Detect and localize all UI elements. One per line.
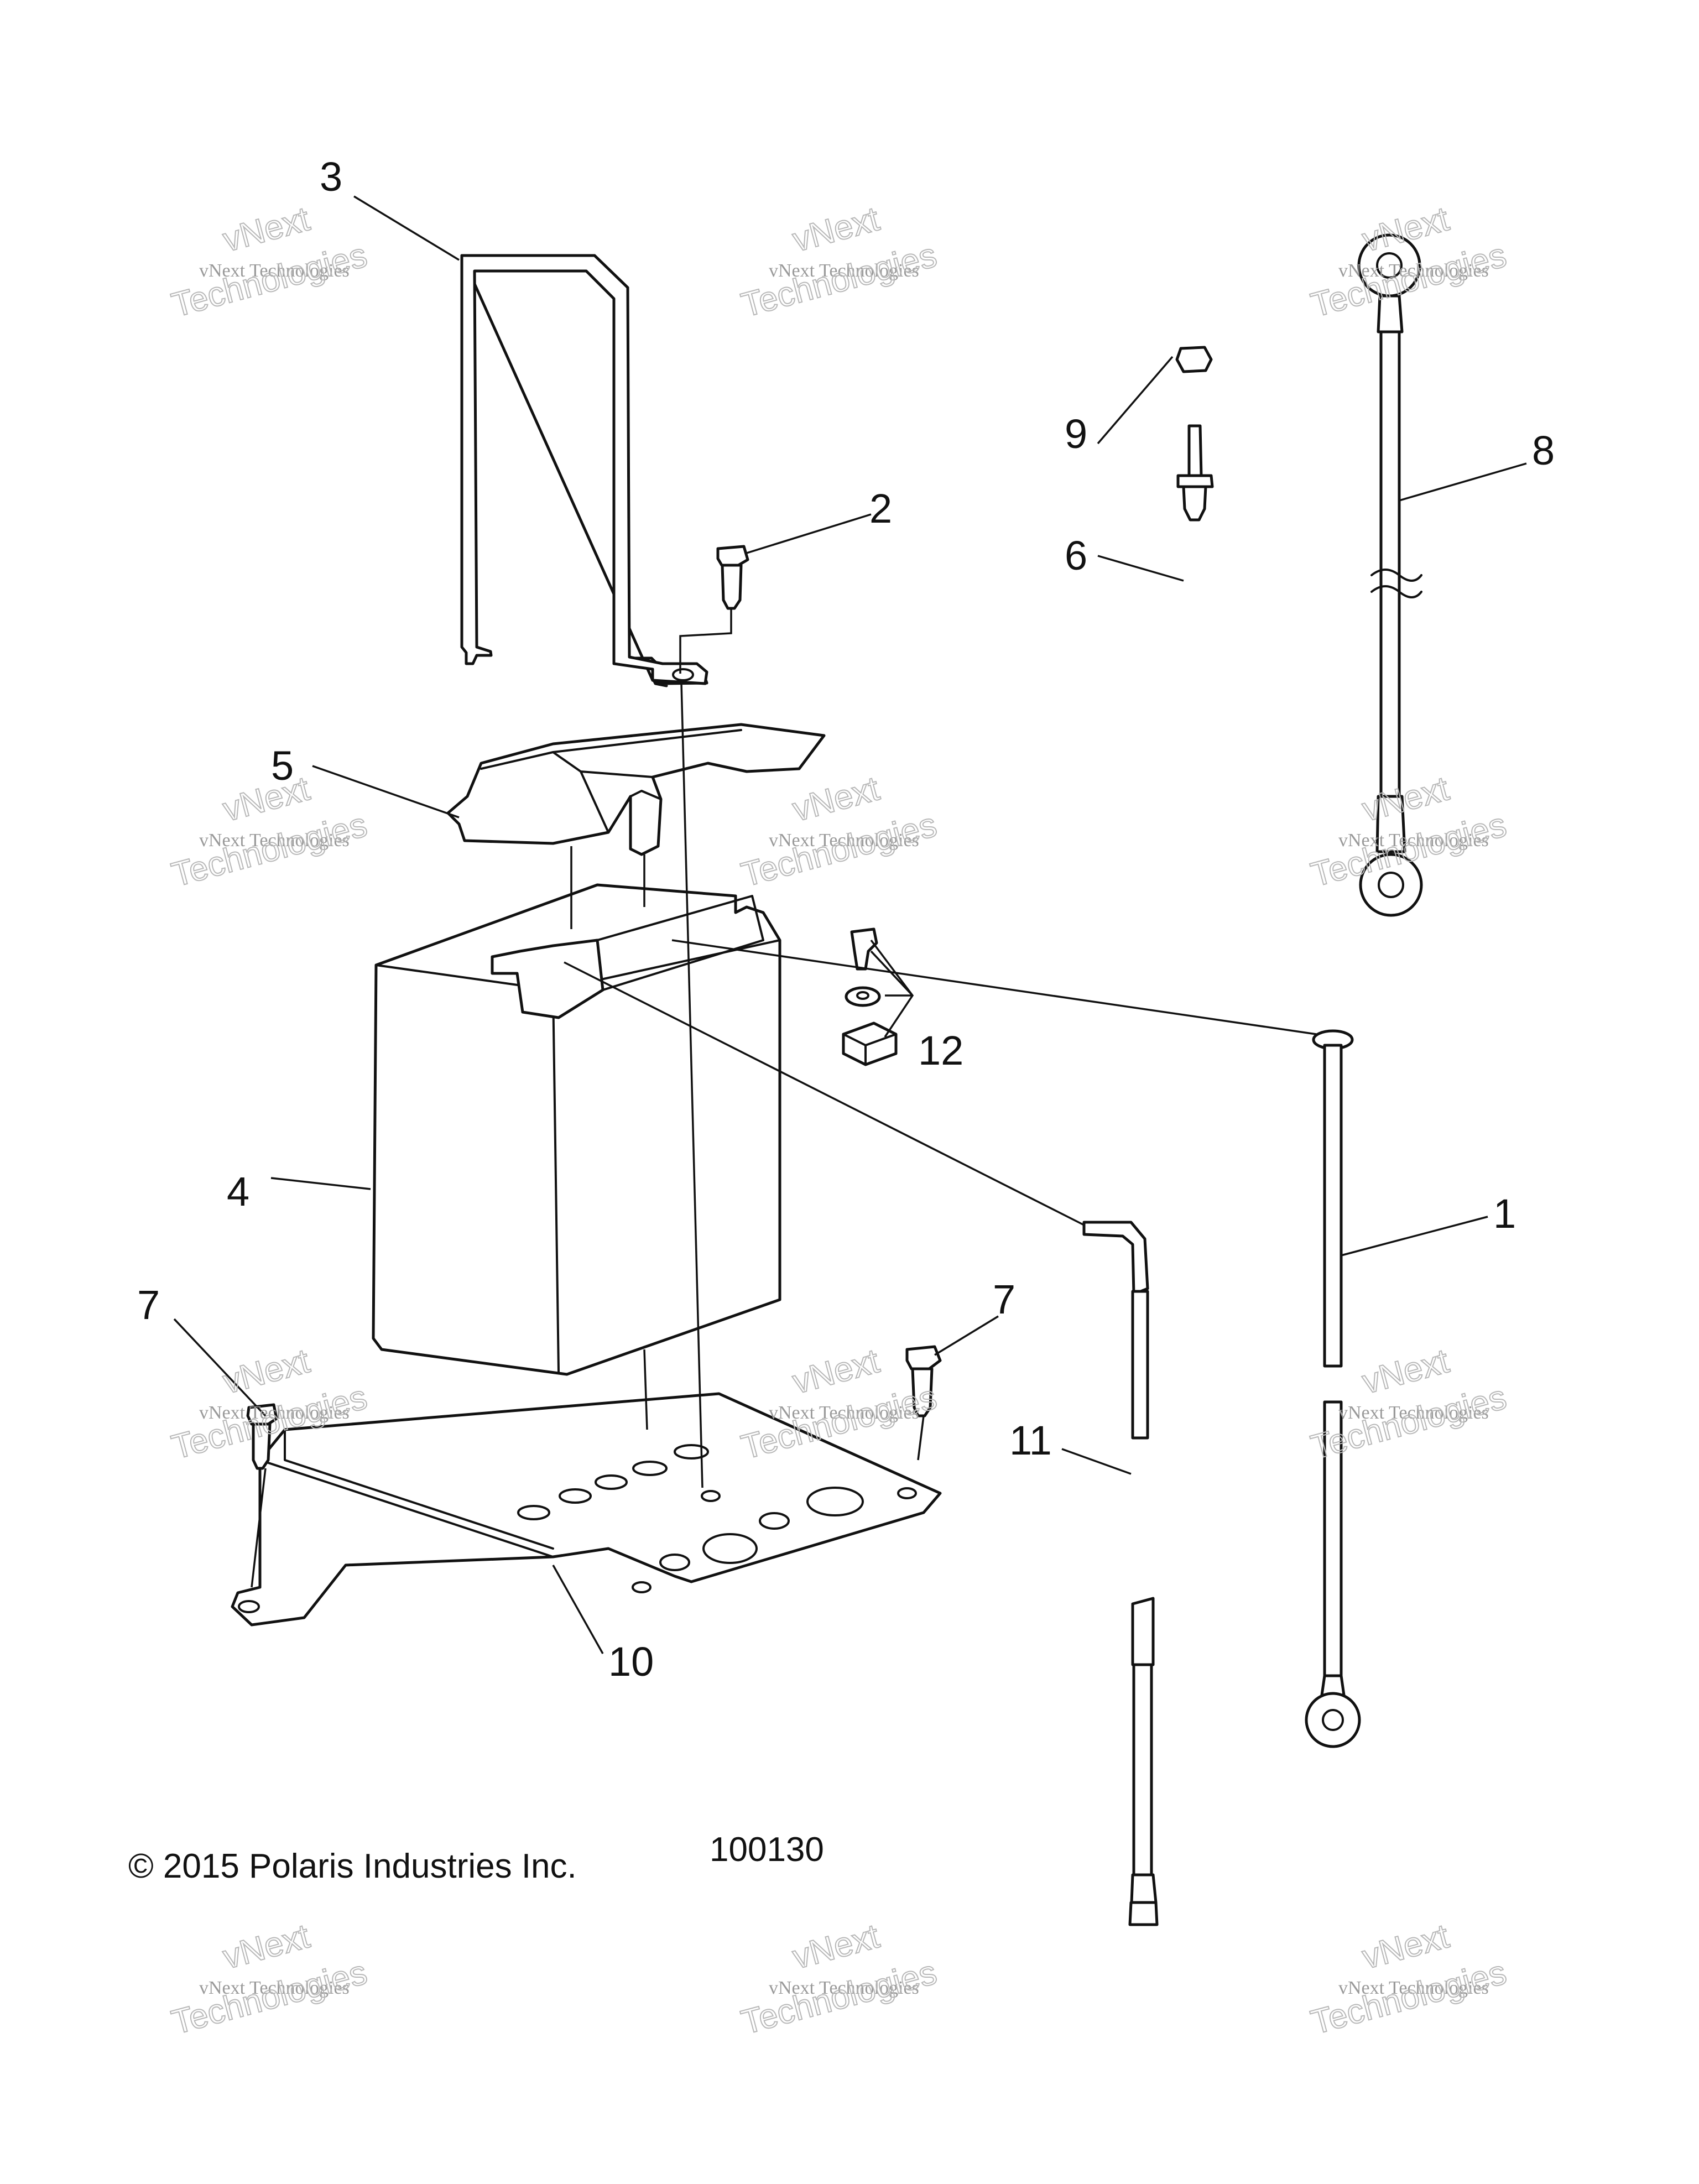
callout-11: 11 (1009, 1417, 1052, 1463)
svg-text:vNext: vNext (219, 769, 314, 829)
svg-text:vNext Technologies: vNext Technologies (199, 1978, 350, 1998)
hardware-kit (842, 927, 898, 1066)
svg-text:vNext: vNext (1358, 1342, 1453, 1401)
watermark: vNext vNext Technologies Technologies (1306, 1916, 1510, 2042)
watermark: vNext vNext Technologies Technologies (167, 769, 371, 895)
svg-text:vNext Technologies: vNext Technologies (1338, 260, 1489, 281)
svg-text:Technologies: Technologies (168, 806, 371, 894)
battery-tray (231, 1392, 942, 1627)
tray-bolt-right (905, 1345, 942, 1417)
callout-4: 4 (227, 1169, 249, 1215)
svg-text:vNext: vNext (789, 1342, 883, 1401)
svg-text:vNext Technologies: vNext Technologies (199, 830, 350, 851)
svg-text:vNext Technologies: vNext Technologies (1338, 830, 1489, 851)
callout-7-left: 7 (137, 1282, 160, 1328)
svg-text:vNext Technologies: vNext Technologies (769, 1978, 919, 1998)
callout-labels: 3 2 9 8 6 5 12 4 1 7 7 11 10 (137, 154, 1555, 1685)
callout-1: 1 (1493, 1191, 1516, 1237)
watermark: vNext vNext Technologies Technologies (167, 1916, 371, 2042)
ground-cable (1357, 233, 1423, 917)
hold-down-strap (460, 254, 708, 687)
callout-10: 10 (608, 1639, 654, 1685)
svg-text:vNext: vNext (219, 200, 314, 259)
svg-text:vNext Technologies: vNext Technologies (1338, 1978, 1489, 1998)
flange-nut (1175, 346, 1213, 373)
svg-text:Technologies: Technologies (737, 806, 940, 894)
positive-cable (1305, 1029, 1361, 1748)
svg-text:vNext Technologies: vNext Technologies (769, 1403, 919, 1423)
svg-text:Technologies: Technologies (1307, 1378, 1510, 1467)
svg-text:Technologies: Technologies (168, 236, 371, 325)
svg-text:vNext Technologies: vNext Technologies (1338, 1403, 1489, 1423)
watermark: vNext vNext Technologies Technologies (737, 769, 941, 895)
callout-3: 3 (320, 154, 342, 200)
svg-text:vNext: vNext (789, 200, 883, 259)
watermark: vNext vNext Technologies Technologies (1306, 199, 1510, 325)
callout-2: 2 (869, 486, 892, 531)
svg-text:vNext Technologies: vNext Technologies (769, 260, 919, 281)
watermark: vNext vNext Technologies Technologies (167, 199, 371, 325)
svg-text:vNext: vNext (1358, 769, 1453, 829)
battery (372, 883, 781, 1376)
svg-text:vNext Technologies: vNext Technologies (769, 830, 919, 851)
svg-text:Technologies: Technologies (737, 1953, 940, 2042)
svg-text:vNext Technologies: vNext Technologies (199, 260, 350, 281)
tray-bolt-left (246, 1403, 278, 1470)
svg-text:vNext: vNext (789, 1917, 883, 1977)
flange-bolt (679, 545, 749, 674)
svg-text:vNext: vNext (219, 1342, 314, 1401)
svg-text:vNext: vNext (1358, 1917, 1453, 1977)
svg-text:vNext: vNext (789, 769, 883, 829)
callout-12: 12 (918, 1028, 963, 1073)
assembly-lines (251, 682, 1317, 1588)
watermark: vNext vNext Technologies Technologies (737, 1916, 941, 2042)
svg-text:Technologies: Technologies (1307, 1953, 1510, 2042)
watermark: vNext vNext Technologies Technologies (737, 199, 941, 325)
callout-7-right: 7 (993, 1276, 1015, 1322)
callout-9: 9 (1065, 411, 1087, 457)
callout-leaders (173, 195, 1527, 1654)
callout-8: 8 (1532, 428, 1555, 473)
copyright-notice: © 2015 Polaris Industries Inc. (128, 1847, 577, 1885)
svg-text:Technologies: Technologies (737, 236, 940, 325)
svg-text:Technologies: Technologies (168, 1953, 371, 2042)
svg-text:vNext: vNext (219, 1917, 314, 1977)
svg-text:vNext Technologies: vNext Technologies (199, 1403, 350, 1423)
terminal-stud (1176, 424, 1214, 522)
diagram-number: 100130 (710, 1831, 824, 1869)
callout-6: 6 (1065, 533, 1087, 578)
watermarks: vNext vNext Technologies Technologies vN… (167, 199, 1510, 2042)
battery-pad (446, 723, 826, 856)
callout-5: 5 (271, 743, 294, 789)
negative-cable (1082, 1221, 1159, 1926)
tray-holes (517, 1444, 917, 1593)
